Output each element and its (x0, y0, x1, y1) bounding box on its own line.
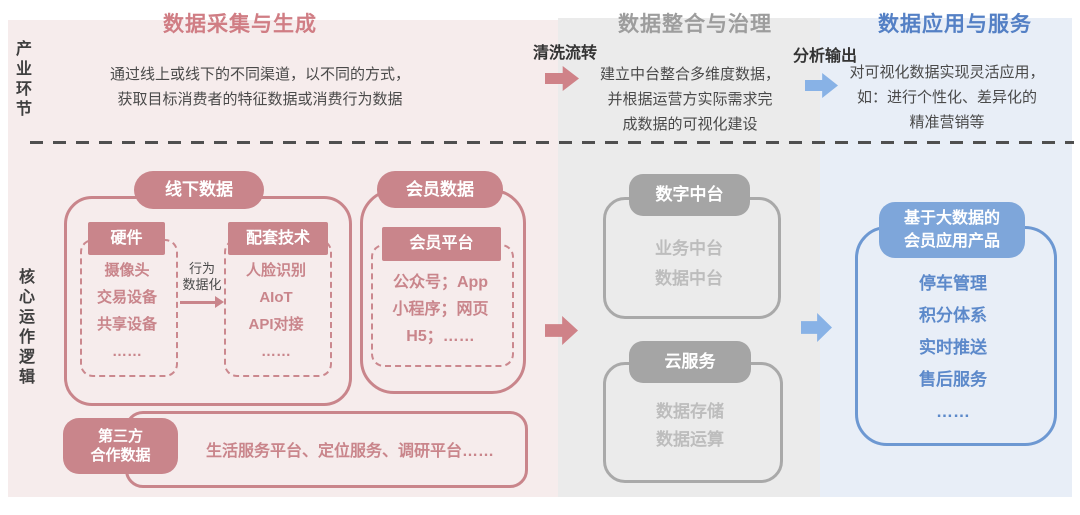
supporting-tech-header: 配套技术 (228, 222, 328, 255)
supporting-tech-item: …… (261, 343, 291, 360)
application-item: 实时推送 (919, 338, 987, 357)
member-data-label: 会员数据 (377, 171, 503, 208)
bigdata-application-item-list: 停车管理 积分体系 实时推送 售后服务 …… (855, 268, 1051, 428)
stage1-description: 通过线上或线下的不同渠道，以不同的方式， 获取目标消费者的特征数据或消费行为数据 (90, 62, 430, 112)
hardware-item: 摄像头 (104, 262, 150, 279)
stage2-title: 数据整合与治理 (618, 13, 772, 36)
behavior-datafication-label: 行为 数据化 (175, 261, 229, 293)
behavior-arrow-icon (180, 296, 224, 308)
row-divider-dashed-line (30, 141, 1074, 144)
stage1-title: 数据采集与生成 (163, 13, 317, 36)
cloud-service-item: 数据运算 (656, 430, 724, 449)
third-party-platforms-text: 生活服务平台、定位服务、调研平台…… (205, 443, 494, 460)
application-item: 售后服务 (919, 370, 987, 389)
hardware-item: 共享设备 (96, 316, 157, 333)
supporting-tech-item: AIoT (259, 289, 293, 306)
stage2-description-line2: 并根据运营方实际需求完 (607, 91, 773, 108)
stage1-description-line2: 获取目标消费者的特征数据或消费行为数据 (117, 91, 403, 108)
stage2-background (558, 18, 820, 497)
member-platform-item: 小程序；网页 (392, 301, 489, 318)
digital-platform-item: 数据中台 (655, 269, 723, 288)
row-label-industry-links: 产业环节 (13, 40, 30, 120)
bigdata-application-label: 基于大数据的 会员应用产品 (879, 202, 1025, 258)
hardware-item: …… (112, 343, 142, 360)
hardware-header: 硬件 (88, 222, 165, 255)
behavior-label-line1: 行为 (188, 261, 215, 276)
stage3-description-line2: 如：进行个性化、差异化的 (856, 89, 1037, 106)
supporting-tech-item: 人脸识别 (245, 262, 306, 279)
hardware-item: 交易设备 (96, 289, 157, 306)
stage1-description-line1: 通过线上或线下的不同渠道，以不同的方式， (109, 66, 410, 83)
stage3-description: 对可视化数据实现灵活应用， 如：进行个性化、差异化的 精准营销等 (828, 60, 1066, 135)
application-item: …… (936, 402, 970, 421)
stage3-description-line1: 对可视化数据实现灵活应用， (849, 64, 1045, 81)
member-platform-item-list: 公众号；App 小程序；网页 H5；…… (371, 269, 510, 350)
bigdata-application-label-line1: 基于大数据的 (903, 210, 1000, 227)
stage3-title: 数据应用与服务 (878, 13, 1032, 36)
third-party-label-line2: 合作数据 (90, 447, 151, 464)
bigdata-application-label-line2: 会员应用产品 (903, 233, 1000, 250)
member-platform-header: 会员平台 (382, 227, 501, 261)
member-platform-item: H5；…… (406, 328, 475, 345)
stage2-description-line1: 建立中台整合多维度数据， (599, 66, 780, 83)
flow2-label: 分析输出 (792, 48, 857, 65)
application-item: 积分体系 (919, 306, 987, 325)
digital-middle-platform-label: 数字中台 (629, 174, 750, 216)
digital-middle-platform-item-list: 业务中台 数据中台 (603, 234, 775, 294)
supporting-tech-item-list: 人脸识别 AIoT API对接 …… (224, 257, 328, 365)
flow1-label: 清洗流转 (532, 45, 597, 62)
hardware-item-list: 摄像头 交易设备 共享设备 …… (80, 257, 174, 365)
cloud-service-item: 数据存储 (656, 402, 724, 421)
row-label-core-logic: 核心运作逻辑 (16, 268, 33, 388)
stage2-description: 建立中台整合多维度数据， 并根据运营方实际需求完 成数据的可视化建设 (575, 62, 805, 137)
supporting-tech-item: API对接 (248, 316, 304, 333)
stage3-description-line3: 精准营销等 (909, 114, 985, 131)
member-platform-item: 公众号；App (392, 274, 489, 291)
third-party-label-line1: 第三方 (97, 428, 143, 445)
stage2-description-line3: 成数据的可视化建设 (622, 116, 758, 133)
application-item: 停车管理 (919, 274, 987, 293)
third-party-label: 第三方 合作数据 (63, 418, 178, 474)
behavior-label-line2: 数据化 (182, 277, 222, 292)
offline-data-label: 线下数据 (134, 171, 264, 209)
cloud-service-label: 云服务 (629, 341, 751, 383)
cloud-service-item-list: 数据存储 数据运算 (603, 398, 777, 454)
digital-platform-item: 业务中台 (655, 239, 723, 258)
